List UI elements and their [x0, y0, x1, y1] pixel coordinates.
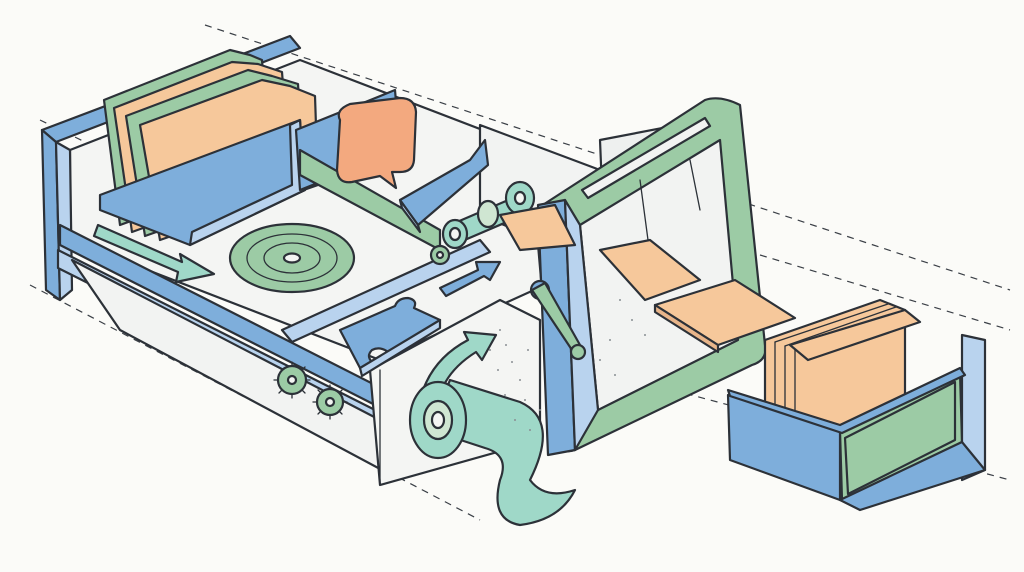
gear-icon — [312, 384, 348, 420]
disc-icon — [228, 222, 356, 294]
gears — [273, 244, 451, 420]
roller-icon — [441, 180, 536, 250]
speckle-texture — [489, 299, 646, 431]
card-icon — [598, 238, 702, 302]
output-card-box — [726, 298, 987, 512]
crank-handle-icon — [529, 279, 587, 361]
puzzle-piece-icon — [338, 296, 442, 378]
arrow-icon — [92, 223, 216, 284]
arrow-icon — [438, 260, 502, 298]
partition-with-speech-bubble — [294, 88, 442, 252]
gear-icon — [429, 244, 451, 266]
rear-divider — [398, 138, 490, 234]
gear-icon — [273, 361, 311, 399]
cards — [498, 203, 797, 354]
card-icon — [498, 203, 577, 252]
paper-roll-icon — [408, 378, 577, 527]
speech-bubble-icon — [335, 96, 418, 190]
file-folders — [98, 48, 320, 247]
